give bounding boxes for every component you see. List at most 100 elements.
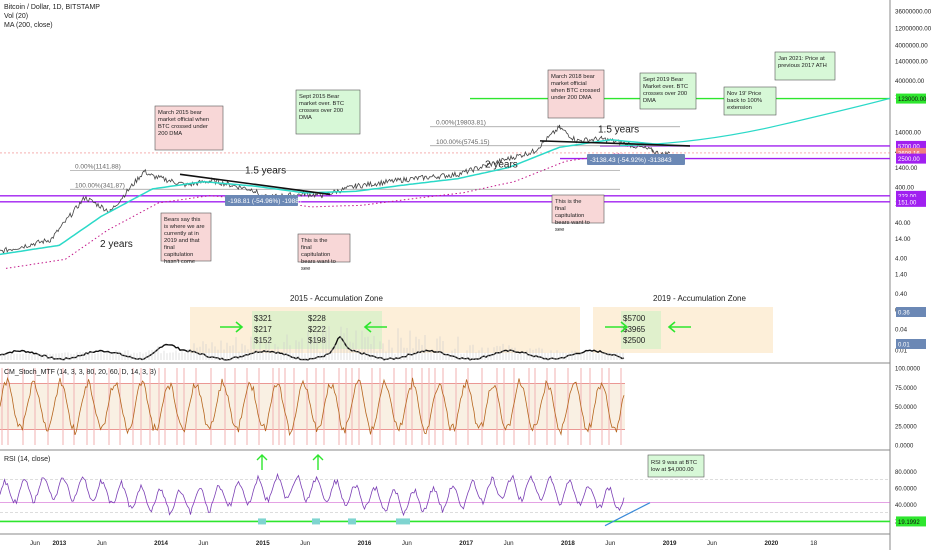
annotation-box bbox=[774, 51, 836, 81]
x-tick-label: Jun bbox=[97, 540, 108, 547]
y-tick-label: 1400000.00 bbox=[895, 59, 928, 66]
annotation-text: RSI 9 was at BTC bbox=[651, 460, 697, 466]
arrow-right-icon bbox=[220, 321, 244, 333]
x-tick-label: 2015 bbox=[256, 540, 270, 547]
zone-value: $321 bbox=[254, 314, 272, 323]
annotation-text: final bbox=[301, 245, 312, 251]
zone-value: $152 bbox=[254, 336, 272, 345]
annotation-text: market official when bbox=[158, 117, 209, 123]
zone-values-highlight bbox=[621, 311, 661, 349]
annotation-text: see bbox=[301, 266, 310, 272]
stoch-y-tick: 0.0000 bbox=[895, 444, 914, 450]
chart-header: Bitcoin / Dollar, 1D, BITSTAMP Vol (20) … bbox=[4, 3, 100, 30]
annotation-text: Jan 2021: Price at bbox=[778, 56, 825, 62]
y-tick-label: 14.00 bbox=[895, 236, 911, 243]
measure-label-bg bbox=[225, 195, 298, 206]
arrow-up-icon bbox=[256, 454, 268, 470]
annotation-text: bears want to bbox=[301, 259, 336, 265]
x-tick-label: 2016 bbox=[358, 540, 372, 547]
y-tick-label: 0.04 bbox=[895, 326, 908, 333]
annotation-text: crosses over 200 bbox=[299, 108, 343, 114]
price-tag-bg bbox=[896, 339, 926, 349]
period-label: 1.5 years bbox=[598, 125, 639, 136]
annotation-text: capitulation bbox=[164, 252, 193, 258]
annotation-text: This is the bbox=[555, 199, 581, 205]
annotation-box bbox=[160, 212, 212, 262]
stoch-band bbox=[0, 383, 625, 430]
zone-value: $5700 bbox=[623, 314, 646, 323]
x-tick-label: 2017 bbox=[459, 540, 473, 547]
x-tick-label: 2019 bbox=[663, 540, 677, 547]
zone-value: $3965 bbox=[623, 325, 646, 334]
measure-label-bg bbox=[587, 154, 685, 165]
y-tick-label: 0.01 bbox=[895, 348, 908, 355]
annotation-text: hasn't come bbox=[164, 259, 195, 265]
y-tick-label: 0.40 bbox=[895, 291, 908, 298]
annotation-text: final bbox=[164, 245, 175, 251]
stoch-y-tick: 50.0000 bbox=[895, 405, 917, 411]
price-tag-label: 151.00 bbox=[898, 200, 917, 206]
accumulation-zone-title: 2015 - Accumulation Zone bbox=[290, 294, 383, 303]
fib-label: 0.00%(19803.81) bbox=[436, 120, 486, 127]
annotation-text: March 2018 bear bbox=[551, 74, 595, 80]
x-tick-label: 2013 bbox=[52, 540, 66, 547]
price-axis-bg bbox=[890, 0, 932, 550]
annotation-box bbox=[295, 89, 361, 135]
y-tick-label: 40.00 bbox=[895, 220, 911, 227]
annotation-text: under 200 DMA bbox=[551, 95, 592, 101]
annotation-text: Market over. BTC bbox=[643, 84, 688, 90]
x-tick-label: Jun bbox=[300, 540, 311, 547]
fib-label: 0.00%(1141.88) bbox=[75, 164, 121, 171]
trend-line bbox=[179, 173, 331, 196]
annotation-text: DMA bbox=[643, 98, 656, 104]
rsi-touch-marker bbox=[258, 518, 266, 525]
annotation-box bbox=[154, 105, 224, 151]
rsi-price-tag-bg bbox=[896, 516, 926, 527]
price-tag-bg bbox=[896, 190, 926, 201]
volume-line bbox=[0, 335, 625, 361]
x-tick-label: Jun bbox=[402, 540, 413, 547]
ma-label: MA (200, close) bbox=[4, 22, 53, 29]
x-tick-label: Jun bbox=[198, 540, 209, 547]
annotation-text: market over. BTC bbox=[299, 101, 344, 107]
annotation-text: BTC crossed under bbox=[158, 124, 208, 130]
y-tick-label: 14000.00 bbox=[895, 130, 921, 137]
arrow-left-icon bbox=[667, 321, 691, 333]
period-label: 2 years bbox=[485, 160, 518, 171]
x-tick-label: Jun bbox=[707, 540, 718, 547]
stoch-line bbox=[0, 376, 625, 437]
x-tick-label: Jun bbox=[504, 540, 515, 547]
annotation-box bbox=[551, 194, 605, 224]
annotation-text: when BTC crossed bbox=[550, 88, 600, 94]
annotation-text: Sept 2015 Bear bbox=[299, 94, 339, 100]
annotation-text: Sept 2019 Bear bbox=[643, 77, 683, 83]
x-tick-label: Jun bbox=[30, 540, 41, 547]
projection-curve bbox=[619, 97, 891, 147]
zone-value: $228 bbox=[308, 314, 326, 323]
accumulation-zone-box bbox=[593, 307, 773, 353]
rsi-pane-label: RSI (14, close) bbox=[4, 456, 51, 463]
price-tag-bg bbox=[896, 153, 926, 164]
stoch-y-tick: 75.0000 bbox=[895, 386, 917, 392]
annotation-text: back to 100% bbox=[727, 98, 762, 104]
price-tag-bg bbox=[896, 147, 926, 158]
y-tick-label: 12000000.00 bbox=[895, 25, 932, 32]
rsi-price-tag-label: 19.1992 bbox=[898, 520, 920, 526]
annotation-text: DMA bbox=[299, 115, 312, 121]
annotation-box bbox=[647, 454, 705, 478]
annotation-box bbox=[723, 86, 777, 116]
annotation-text: Bears say this bbox=[164, 217, 201, 223]
annotation-text: low at $4,000.00 bbox=[651, 467, 694, 473]
price-tag-bg bbox=[896, 140, 926, 151]
y-tick-label: 1.40 bbox=[895, 271, 908, 278]
annotation-box bbox=[297, 233, 351, 263]
rsi-y-tick: 40.0000 bbox=[895, 503, 917, 509]
x-tick-label: Jun bbox=[605, 540, 616, 547]
